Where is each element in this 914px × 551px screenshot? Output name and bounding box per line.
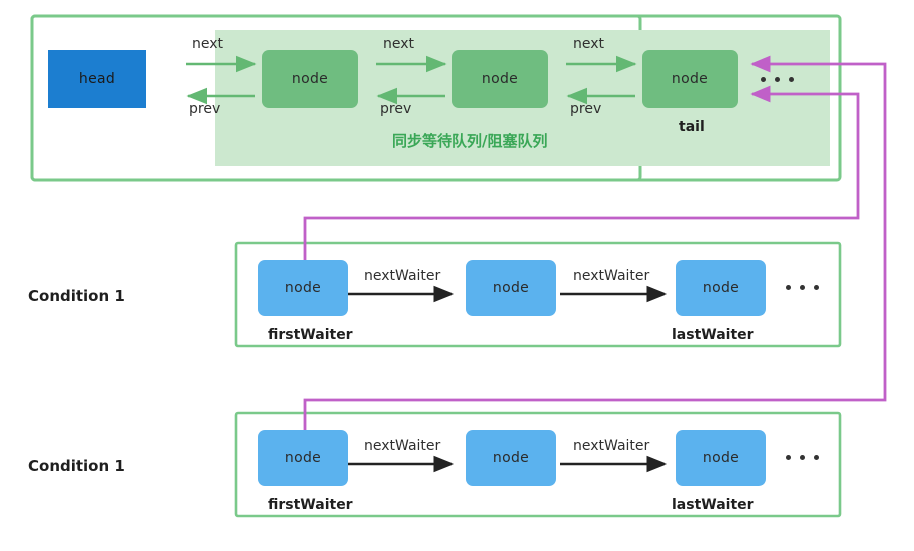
condition-2-node-1-label: node (284, 450, 322, 466)
condition-2-last-waiter-label: lastWaiter (672, 497, 754, 513)
prev-label-3: prev (570, 101, 602, 117)
next-label-3: next (573, 36, 605, 52)
condition-1-node-3[interactable]: node (676, 260, 766, 316)
edge-node2-node3 (566, 55, 637, 105)
sync-queue-band-label: 同步等待队列/阻塞队列 (392, 132, 548, 150)
condition-2-edge-2-label: nextWaiter (573, 438, 650, 454)
prev-label-1: prev (189, 101, 221, 117)
condition-2-ellipsis-icon (786, 455, 819, 460)
condition-2-node-3-label: node (702, 450, 740, 466)
condition-1-last-waiter-label: lastWaiter (672, 327, 754, 343)
sync-node-3-label: node (671, 71, 709, 87)
sync-queue-border (30, 14, 842, 182)
condition-1-node-2[interactable]: node (466, 260, 556, 316)
sync-node-1-label: node (291, 71, 329, 87)
condition-1-first-waiter-label: firstWaiter (268, 327, 353, 343)
condition-2-first-waiter-label: firstWaiter (268, 497, 353, 513)
sync-node-2[interactable]: node (452, 50, 548, 108)
condition-1-ellipsis-icon (786, 285, 819, 290)
condition-1-section-label: Condition 1 (28, 287, 125, 305)
condition-1-node-3-label: node (702, 280, 740, 296)
condition-2-edge-1-label: nextWaiter (364, 438, 441, 454)
condition-2-node-3[interactable]: node (676, 430, 766, 486)
condition-2-node-2-label: node (492, 450, 530, 466)
purple-link-condition-1 (303, 85, 860, 260)
head-box[interactable]: head (48, 50, 146, 108)
condition-2-section-label: Condition 1 (28, 457, 125, 475)
next-label-1: next (192, 36, 224, 52)
tail-label: tail (679, 119, 705, 135)
head-label: head (78, 71, 116, 87)
sync-queue-ellipsis-icon (761, 77, 794, 82)
condition-2-node-1[interactable]: node (258, 430, 348, 486)
edge-node1-node2 (376, 55, 447, 105)
next-label-2: next (383, 36, 415, 52)
condition-1-node-1[interactable]: node (258, 260, 348, 316)
purple-link-condition-2 (303, 55, 887, 430)
edge-head-node1 (186, 55, 257, 105)
condition-1-edge-1-label: nextWaiter (364, 268, 441, 284)
sync-node-2-label: node (481, 71, 519, 87)
condition-1-edge-2-label: nextWaiter (573, 268, 650, 284)
sync-node-3-tail[interactable]: node (642, 50, 738, 108)
condition-1-node-1-label: node (284, 280, 322, 296)
condition-2-node-2[interactable]: node (466, 430, 556, 486)
condition-1-node-2-label: node (492, 280, 530, 296)
sync-node-1[interactable]: node (262, 50, 358, 108)
prev-label-2: prev (380, 101, 412, 117)
